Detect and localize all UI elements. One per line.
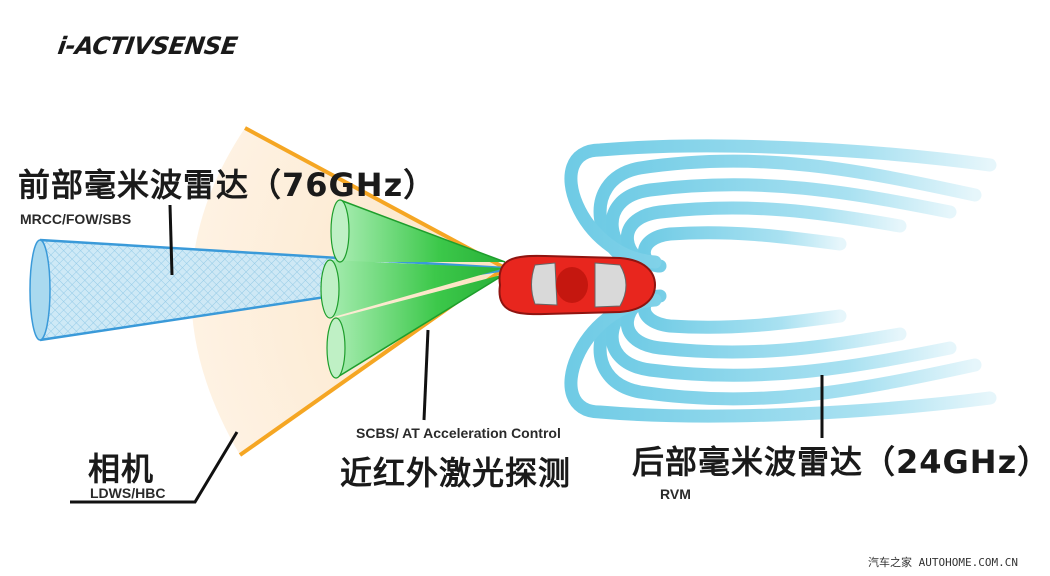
infrared-beams <box>320 199 506 379</box>
infrared-title: 近红外激光探测 <box>340 454 572 492</box>
camera-title: 相机 <box>88 450 155 488</box>
infrared-pointer <box>422 329 430 421</box>
brand-logo: i-ACTIVSENSE <box>56 32 239 60</box>
infrared-subtitle: SCBS/ AT Acceleration Control <box>356 425 561 441</box>
rear-radar-title: 后部毫米波雷达（24GHz） <box>632 443 1050 481</box>
car-top-view-icon <box>498 254 657 316</box>
front-radar-title: 前部毫米波雷达（76GHz） <box>18 166 437 204</box>
watermark: 汽车之家 AUTOHOME.COM.CN <box>868 556 1018 569</box>
rear-radar-waves <box>564 139 997 423</box>
front-radar-pointer <box>168 204 174 276</box>
front-radar-subtitle: MRCC/FOW/SBS <box>20 211 132 227</box>
rear-radar-subtitle: RVM <box>660 486 691 502</box>
pointer-lines <box>70 204 824 504</box>
sensor-diagram: i-ACTIVSENSE 前部毫米波雷达（76GHz） MRCC/FOW/SBS… <box>18 32 1050 569</box>
sensor-coverage-graphic <box>29 126 997 504</box>
camera-pointer <box>70 431 239 504</box>
camera-subtitle: LDWS/HBC <box>90 485 166 501</box>
